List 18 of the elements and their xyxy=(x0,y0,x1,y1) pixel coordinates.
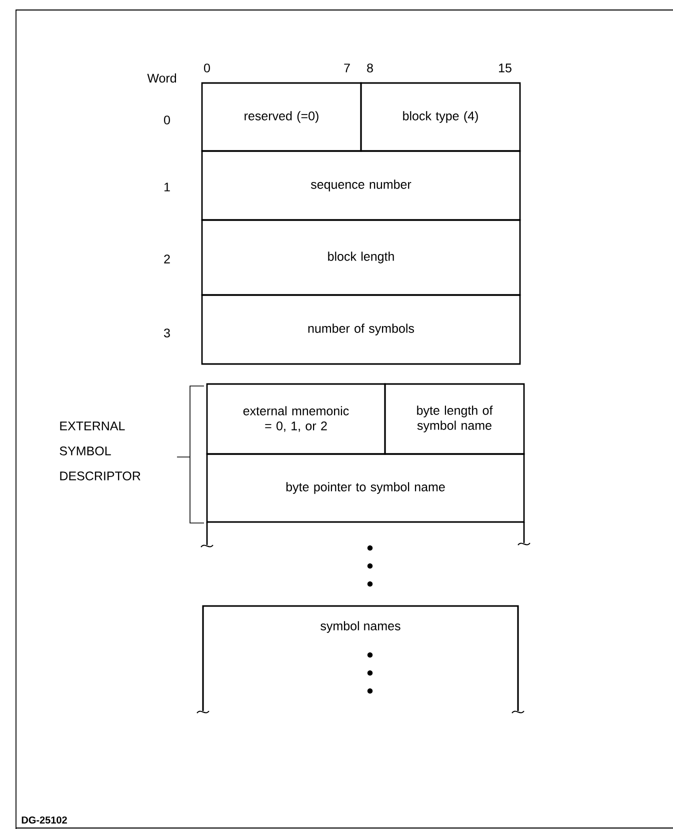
field-cell: block type (4) xyxy=(360,82,521,152)
bit-number: 8 xyxy=(367,64,373,72)
field-cell: number of symbols xyxy=(201,294,521,365)
word-number: 3 xyxy=(164,328,170,338)
field-cell: reserved (=0) xyxy=(201,82,362,152)
field-cell: external mnemonic = 0, 1, or 2 xyxy=(206,383,386,455)
column-heading: Word xyxy=(147,73,176,83)
word-number: 2 xyxy=(164,254,170,264)
word-number: 0 xyxy=(164,116,170,124)
group-label: EXTERNAL SYMBOL DESCRIPTOR xyxy=(60,422,140,480)
field-cell: block length xyxy=(201,219,521,296)
field-cell: byte pointer to symbol name xyxy=(206,453,525,523)
open-ended-block: symbol names xyxy=(196,605,524,714)
word-number: 1 xyxy=(164,182,170,192)
bit-number: 7 xyxy=(344,64,350,72)
figure-number: DG-25102 xyxy=(22,816,67,824)
field-cell: sequence number xyxy=(201,150,521,221)
field-cell: byte length of symbol name xyxy=(384,383,525,455)
